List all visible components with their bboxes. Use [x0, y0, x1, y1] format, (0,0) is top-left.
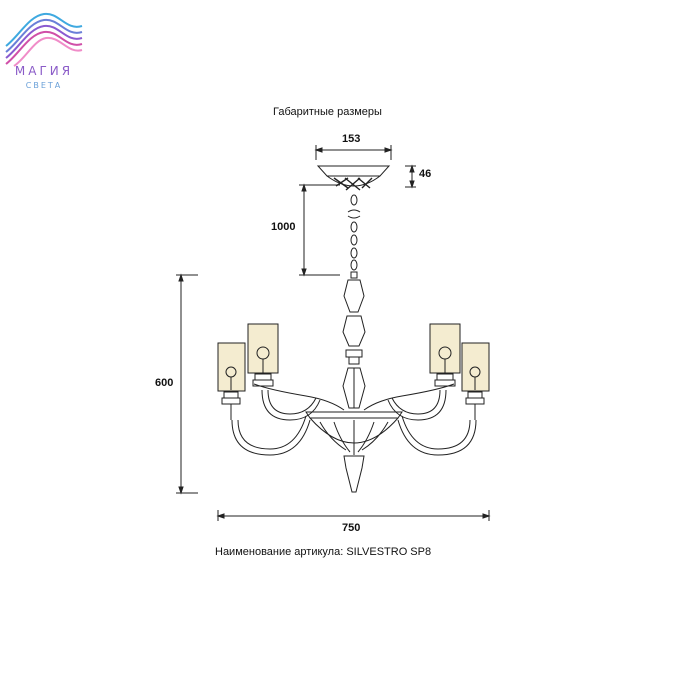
lamp-shade-right-inner — [429, 323, 461, 387]
logo-wave-icon — [5, 12, 83, 67]
overall-width-dimension — [216, 510, 491, 521]
lamp-shade-left-inner — [247, 323, 279, 387]
canopy — [316, 165, 391, 191]
article-name: Наименование артикула: SILVESTRO SP8 — [215, 546, 432, 558]
canopy-width-label: 153 — [342, 133, 361, 145]
page-heading: Габаритные размеры — [273, 106, 382, 118]
body-height-label: 600 — [155, 377, 174, 389]
chain — [347, 194, 361, 279]
logo-subtitle: СВЕТА — [25, 81, 63, 90]
canopy-height-label: 46 — [419, 168, 432, 180]
arms-left — [231, 383, 345, 456]
canopy-width-dimension — [314, 145, 393, 160]
lamp-shade-right-outer — [461, 342, 490, 420]
canopy-height-dimension — [405, 164, 416, 189]
arms-right — [363, 383, 477, 456]
brand-logo — [4, 6, 86, 98]
overall-width-label: 750 — [342, 522, 361, 534]
chain-length-label: 1000 — [271, 221, 296, 233]
central-bowl — [305, 411, 403, 493]
chain-length-dimension — [299, 183, 340, 277]
central-column — [342, 279, 366, 409]
logo-title: МАГИЯ — [14, 64, 74, 78]
body-height-dimension — [176, 273, 198, 495]
lamp-shade-left-outer — [217, 342, 246, 420]
